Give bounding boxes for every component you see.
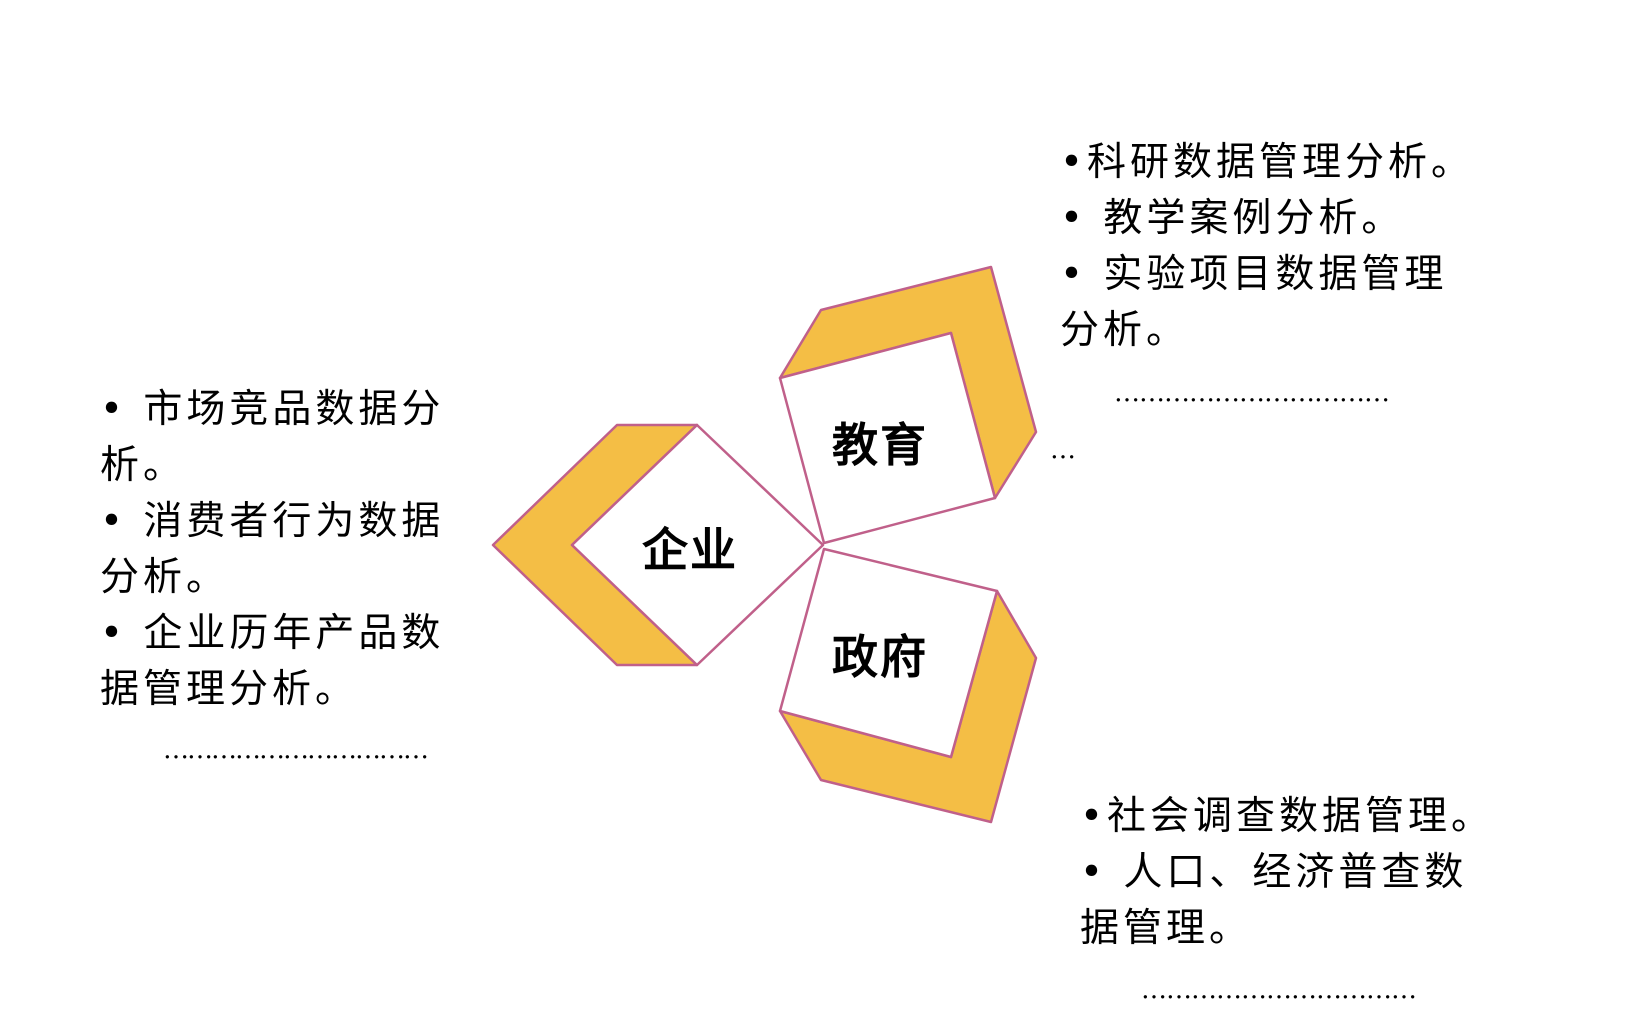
list-item: •社会调查数据管理。	[1080, 794, 1495, 839]
list-item: • 企业历年产品数据管理分析。	[100, 611, 445, 712]
list-item: • 消费者行为数据分析。	[100, 499, 445, 600]
government-label: 政府	[832, 630, 928, 684]
label-face	[778, 331, 997, 545]
list-item: • 人口、经济普查数据管理。	[1080, 850, 1468, 951]
government-shape	[778, 547, 1038, 824]
list-item: •科研数据管理分析。	[1060, 140, 1475, 185]
label-face	[570, 423, 825, 667]
education-more-tail: …	[1050, 435, 1076, 465]
label-face	[778, 547, 999, 759]
enterprise-shape	[491, 423, 825, 667]
education-more: ……………………………	[1114, 378, 1390, 408]
government-more: ……………………………	[1141, 975, 1417, 1005]
list-item: • 市场竞品数据分析。	[100, 387, 445, 488]
list-item: • 教学案例分析。	[1060, 196, 1405, 241]
education-shape	[778, 265, 1038, 545]
education-list: •科研数据管理分析。 • 教学案例分析。 • 实验项目数据管理分析。	[1060, 135, 1480, 359]
government-list: •社会调查数据管理。 • 人口、经济普查数据管理。	[1080, 789, 1500, 957]
enterprise-label: 企业	[642, 523, 738, 577]
enterprise-more: ……………………………	[163, 735, 429, 765]
list-item: • 实验项目数据管理分析。	[1060, 252, 1448, 353]
enterprise-list: • 市场竞品数据分析。 • 消费者行为数据分析。 • 企业历年产品数据管理分析。	[100, 382, 470, 718]
education-label: 教育	[832, 418, 928, 472]
